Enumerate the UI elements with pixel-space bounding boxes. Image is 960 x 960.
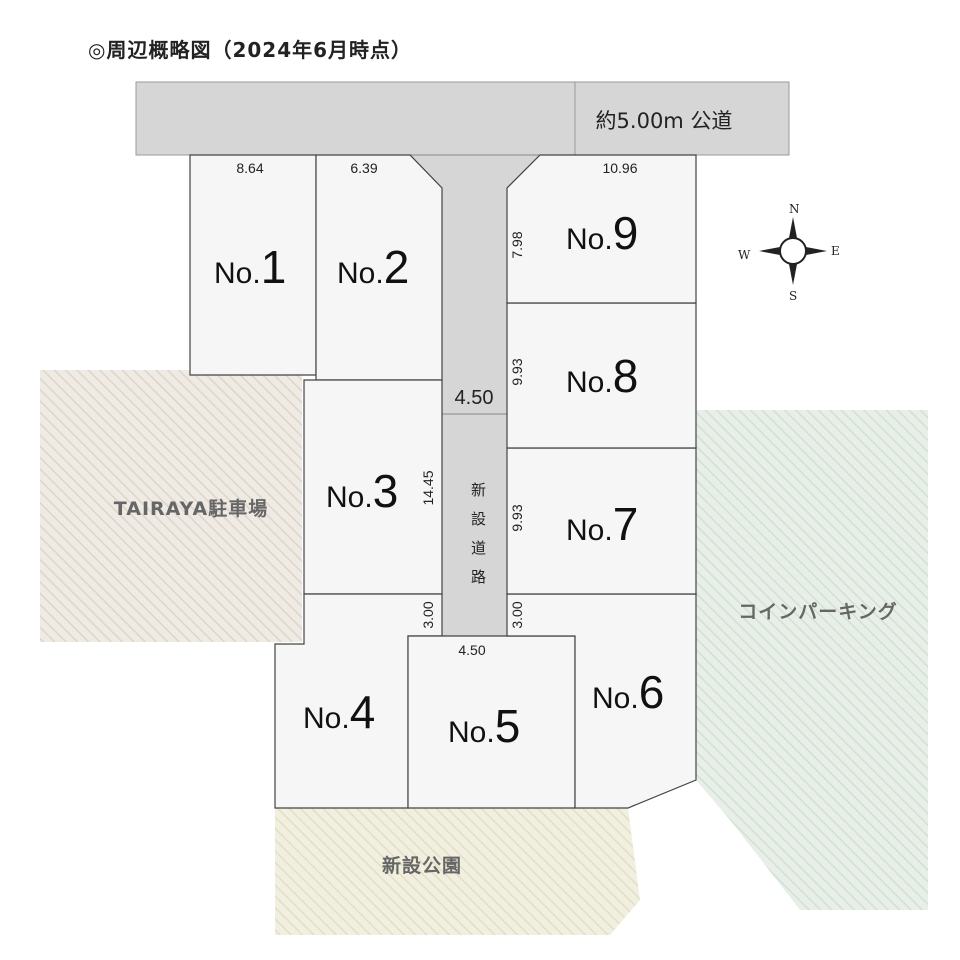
new-road-width-top: 4.50 [455,387,494,409]
east-parking-label: コインパーキング [738,600,897,623]
west-parking-label: TAIRAYA駐車場 [114,497,268,520]
lot-2[interactable] [315,154,443,381]
map-title: ◎周辺概略図（2024年6月時点） [88,38,413,62]
dimensions: 8.64 6.39 10.96 7.98 9.93 9.93 3.00 14.4… [236,160,637,658]
lot-6[interactable] [506,593,697,809]
lot-3-depth: 14.45 [420,470,436,505]
lot-4-label: No.4 [303,686,375,738]
lot-labels: No.1 No.2 No.3 No.4 No.5 No.6 No.7 No.8 … [214,207,664,752]
lot-2-label: No.2 [337,241,409,293]
compass-w: W [738,248,751,262]
public-road-label: 約5.00m 公道 [596,109,733,133]
lot-6-label: No.6 [592,666,664,718]
lot-3-label: No.3 [326,465,398,517]
lot-8-label: No.8 [566,350,638,402]
lot-9-label: No.9 [566,207,638,259]
lot-7-depth: 9.93 [509,504,525,531]
public-road [135,81,790,156]
new-road-label: 新設道路 [469,482,487,598]
west-parking-area [40,370,302,642]
lot-9[interactable] [506,154,697,304]
lot-5-label: No.5 [448,700,520,752]
lot-8-depth: 9.93 [509,358,525,385]
lot-1-label: No.1 [214,241,286,293]
south-park-label: 新設公園 [382,854,462,877]
lots [189,154,697,809]
compass-icon: N S E W [738,202,840,303]
compass-s: S [789,289,797,303]
south-park-area [275,808,640,935]
lot-2-frontage: 6.39 [350,160,377,176]
lot-1-frontage: 8.64 [236,160,263,176]
lot-4-depth: 3.00 [420,601,436,628]
compass-e: E [831,244,840,258]
lot-9-frontage: 10.96 [602,160,637,176]
lot-5-frontage: 4.50 [458,642,485,658]
east-coin-parking-area [696,410,928,910]
compass-n: N [789,202,800,216]
lot-9-depth: 7.98 [509,231,525,258]
lot-6-depth: 3.00 [509,601,525,628]
lot-7-label: No.7 [566,498,638,550]
